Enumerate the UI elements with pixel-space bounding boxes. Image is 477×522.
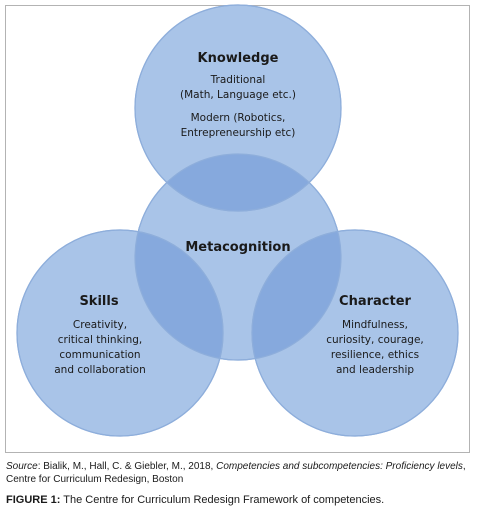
source-tail: , Centre for Curriculum Redesign, Boston	[6, 461, 466, 485]
character-line: resilience, ethics	[331, 349, 419, 361]
knowledge-line: (Math, Language etc.)	[180, 89, 296, 101]
character-line: curiosity, courage,	[326, 334, 424, 346]
source-label: Source	[6, 461, 38, 472]
skills-line: Creativity,	[73, 319, 127, 331]
knowledge-line: Modern (Robotics,	[191, 112, 286, 124]
skills-line: and collaboration	[54, 364, 146, 376]
skills-line: communication	[59, 349, 140, 361]
source-text: : Bialik, M., Hall, C. & Giebler, M., 20…	[37, 461, 217, 472]
source-caption: Source: Bialik, M., Hall, C. & Giebler, …	[6, 460, 472, 486]
character-line: and leadership	[336, 364, 414, 376]
knowledge-line: Entrepreneurship etc)	[181, 127, 296, 139]
skills-title: Skills	[79, 294, 118, 309]
character-title: Character	[339, 294, 411, 309]
knowledge-title: Knowledge	[198, 51, 279, 66]
figure-caption: FIGURE 1: The Centre for Curriculum Rede…	[6, 494, 472, 507]
character-line: Mindfulness,	[342, 319, 408, 331]
figure-text: The Centre for Curriculum Redesign Frame…	[60, 494, 385, 506]
skills-overlap	[135, 230, 223, 360]
venn-diagram: Knowledge Traditional (Math, Language et…	[16, 4, 459, 437]
figure-label: FIGURE 1:	[6, 494, 61, 506]
source-title: Competencies and subcompetencies: Profic…	[216, 461, 463, 472]
metacognition-title: Metacognition	[185, 240, 290, 255]
knowledge-line: Traditional	[210, 74, 266, 86]
skills-line: critical thinking,	[58, 334, 143, 346]
character-overlap	[252, 230, 341, 360]
